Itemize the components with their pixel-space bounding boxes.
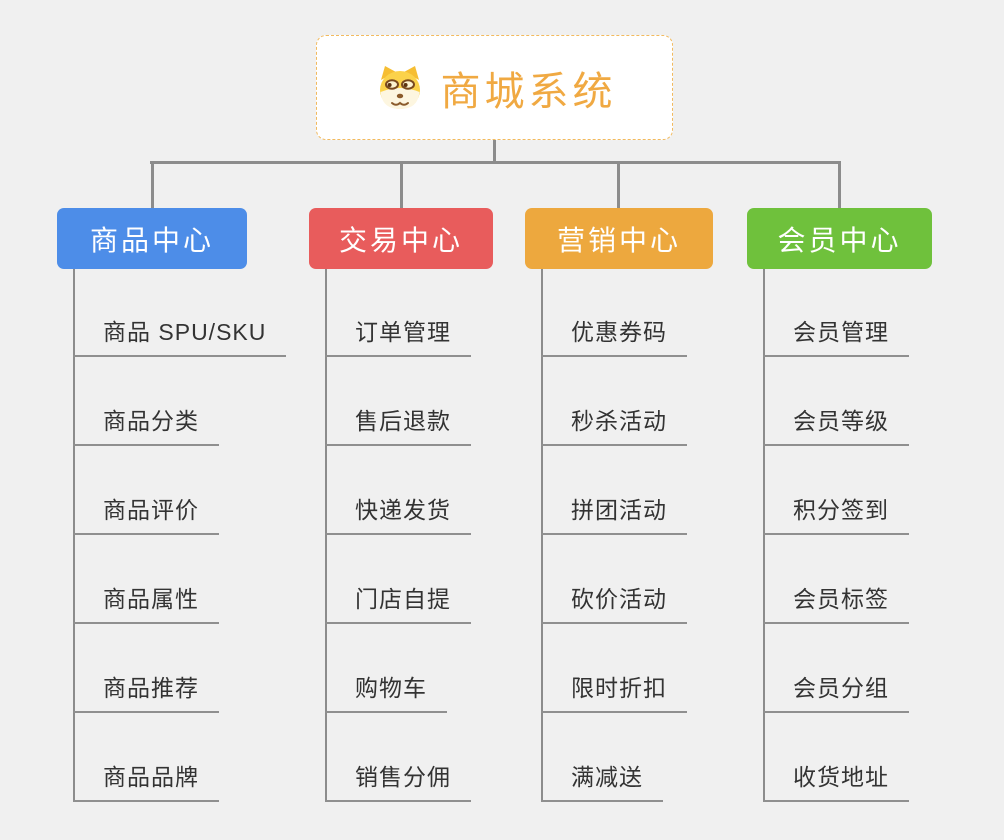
connector-root-drop [493, 140, 496, 161]
leaf-node[interactable]: 限时折扣 [541, 673, 687, 713]
leaf-node[interactable]: 商品品牌 [73, 762, 219, 802]
leaf-node[interactable]: 商品 SPU/SKU [73, 317, 287, 357]
connector-drop-4 [838, 163, 841, 208]
leaf-node[interactable]: 商品属性 [73, 584, 219, 624]
leaf-node[interactable]: 销售分佣 [325, 762, 471, 802]
leaf-node[interactable]: 秒杀活动 [541, 406, 687, 446]
branch-column-trade: 交易中心 订单管理 售后退款 快递发货 门店自提 购物车 销售分佣 [309, 208, 559, 840]
connector-drop-1 [151, 163, 154, 208]
branch-column-product: 商品中心 商品 SPU/SKU 商品分类 商品评价 商品属性 商品推荐 商品品牌 [57, 208, 307, 840]
leaf-node[interactable]: 商品分类 [73, 406, 219, 446]
connector-horizontal [150, 161, 841, 164]
leaf-node[interactable]: 满减送 [541, 762, 663, 802]
branch-node-member[interactable]: 会员中心 [747, 208, 932, 269]
leaf-node[interactable]: 收货地址 [763, 762, 909, 802]
doge-icon [373, 63, 427, 113]
leaf-node[interactable]: 门店自提 [325, 584, 471, 624]
branch-column-marketing: 营销中心 优惠券码 秒杀活动 拼团活动 砍价活动 限时折扣 满减送 [525, 208, 775, 840]
leaf-node[interactable]: 售后退款 [325, 406, 471, 446]
root-node[interactable]: 商城系统 [316, 35, 673, 140]
leaf-node[interactable]: 砍价活动 [541, 584, 687, 624]
leaf-node[interactable]: 商品评价 [73, 495, 219, 535]
leaf-node[interactable]: 会员标签 [763, 584, 909, 624]
leaf-node[interactable]: 会员等级 [763, 406, 909, 446]
leaf-node[interactable]: 购物车 [325, 673, 447, 713]
leaf-node[interactable]: 订单管理 [325, 317, 471, 357]
branch-column-member: 会员中心 会员管理 会员等级 积分签到 会员标签 会员分组 收货地址 [747, 208, 997, 840]
leaf-node[interactable]: 积分签到 [763, 495, 909, 535]
branch-node-product[interactable]: 商品中心 [57, 208, 247, 269]
branch-node-marketing[interactable]: 营销中心 [525, 208, 713, 269]
branch-node-trade[interactable]: 交易中心 [309, 208, 493, 269]
leaf-node[interactable]: 会员管理 [763, 317, 909, 357]
root-title: 商城系统 [440, 69, 617, 114]
leaf-node[interactable]: 会员分组 [763, 673, 909, 713]
connector-drop-2 [400, 163, 403, 208]
leaf-node[interactable]: 优惠券码 [541, 317, 687, 357]
leaf-node[interactable]: 拼团活动 [541, 495, 687, 535]
connector-drop-3 [617, 163, 620, 208]
leaf-node[interactable]: 商品推荐 [73, 673, 219, 713]
leaf-node[interactable]: 快递发货 [325, 495, 471, 535]
